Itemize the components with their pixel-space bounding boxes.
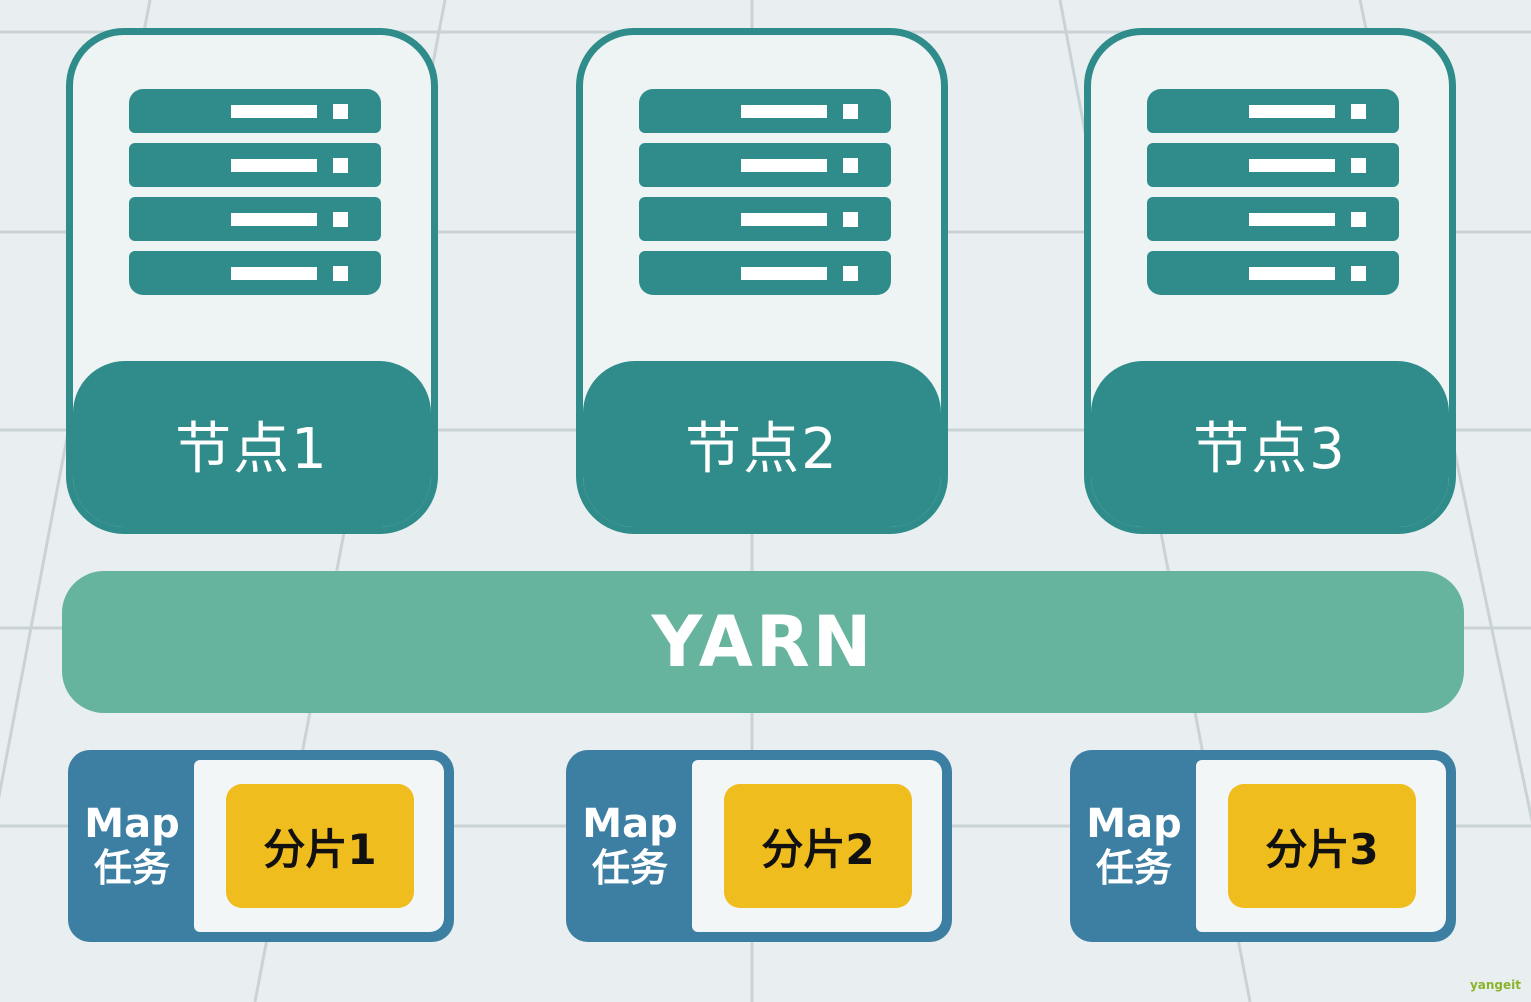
map-task-card-2: Map 任务 分片2 — [566, 750, 952, 942]
yarn-bar: YARN — [62, 571, 1464, 713]
map-task-label: Map 任务 — [566, 750, 694, 942]
map-task-label: Map 任务 — [1070, 750, 1198, 942]
map-task-card-3: Map 任务 分片3 — [1070, 750, 1456, 942]
node-label: 节点1 — [175, 416, 329, 482]
server-icon — [129, 89, 381, 295]
shard-box: 分片3 — [1228, 784, 1416, 908]
map-task-label-line1: Map — [1086, 801, 1182, 848]
map-task-label: Map 任务 — [68, 750, 196, 942]
watermark: yangeit — [1469, 978, 1521, 992]
map-task-label-line2: 任务 — [1095, 846, 1172, 891]
map-task-label-line2: 任务 — [591, 846, 668, 891]
node-label-box: 节点1 — [73, 361, 431, 527]
node-label-box: 节点2 — [583, 361, 941, 527]
node-label: 节点2 — [685, 416, 839, 482]
node-card-1: 节点1 — [66, 28, 438, 534]
shard-box: 分片2 — [724, 784, 912, 908]
node-card-2: 节点2 — [576, 28, 948, 534]
map-task-card-1: Map 任务 分片1 — [68, 750, 454, 942]
node-card-3: 节点3 — [1084, 28, 1456, 534]
map-task-label-line1: Map — [582, 801, 678, 848]
node-label: 节点3 — [1193, 416, 1347, 482]
map-task-label-line2: 任务 — [93, 846, 170, 891]
node-label-box: 节点3 — [1091, 361, 1449, 527]
server-icon — [639, 89, 891, 295]
yarn-label: YARN — [651, 601, 875, 683]
map-task-label-line1: Map — [84, 801, 180, 848]
server-icon — [1147, 89, 1399, 295]
shard-box: 分片1 — [226, 784, 414, 908]
